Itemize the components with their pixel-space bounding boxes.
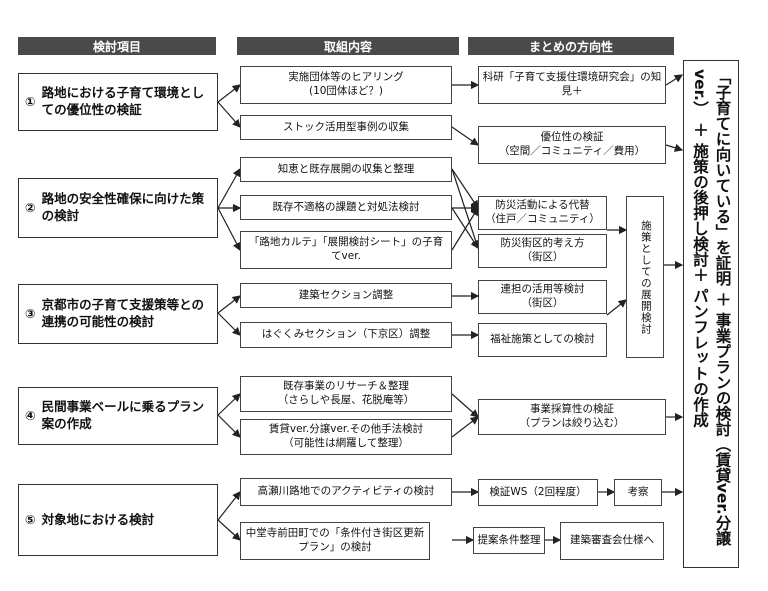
arrow — [451, 126, 479, 146]
arrow — [217, 491, 241, 521]
action-stock: ストック活用型事例の収集 — [240, 115, 452, 140]
arrow — [451, 393, 479, 418]
item-text: 京都市の子育て支援策等との連携の可能性の検討 — [41, 297, 204, 329]
final-conclusion: 「子育てに向いている」を証明 ＋ 事業プランの検討（賃貸ver.分譲ver.） … — [683, 60, 739, 568]
summary-kousatsu: 考察 — [614, 479, 662, 506]
item-1: ① 路地における子育て環境としての優位性の検証 — [18, 73, 218, 131]
arrow — [217, 312, 241, 336]
arrow — [451, 168, 479, 209]
item-text: 対象地における検討 — [41, 511, 155, 527]
summary-gaiku: 防災街区的考え方 （街区） — [478, 234, 607, 268]
action-kenchiku: 建築セクション調整 — [240, 283, 452, 308]
item-text: 路地における子育て環境としての優位性の検証 — [41, 85, 205, 117]
action-nakado: 中堂寺前田町での「条件付き街区更新プラン」の検討 — [240, 522, 430, 560]
header-actions: 取組内容 — [237, 37, 459, 55]
arrow — [217, 167, 241, 209]
item-number: ④ — [25, 407, 36, 423]
item-number: ① — [25, 93, 36, 109]
item-number: ⑤ — [25, 511, 36, 527]
arrow — [217, 207, 241, 252]
summary-teian: 提案条件整理 — [473, 527, 545, 554]
arrow — [217, 519, 241, 541]
action-research: 既存事業のリサーチ＆整理 （さらしや長屋、花脱庵等） — [240, 376, 452, 412]
summary-fukushi: 福祉施策としての検討 — [478, 323, 607, 357]
summary-bousai: 防災活動による代替 （住戸／コミュニティ） — [478, 196, 607, 230]
action-takase: 高瀬川路地でのアクティビティの検討 — [240, 478, 452, 506]
arrow — [451, 206, 479, 251]
arrow — [217, 393, 241, 416]
arrow — [665, 143, 684, 152]
arrow — [217, 295, 241, 314]
header-summary: まとめの方向性 — [468, 37, 674, 55]
item-4: ④ 民間事業ベールに乗るプラン案の作成 — [18, 387, 218, 445]
action-hagukumi: はぐくみセクション（下京区）調整 — [240, 322, 452, 348]
summary-rentan: 連担の活用等検討 （街区） — [478, 280, 607, 314]
header-items: 検討項目 — [18, 37, 216, 55]
arrow — [451, 416, 479, 438]
arrow — [606, 299, 627, 316]
summary-shinsa: 建築審査会仕様へ — [560, 522, 664, 560]
arrow — [217, 101, 241, 128]
action-wisdom: 知恵と既存展開の収集と整理 — [240, 157, 452, 182]
item-2: ② 路地の安全性確保に向けた策の検討 — [18, 178, 218, 238]
arrow — [217, 414, 241, 438]
arrow — [665, 74, 684, 86]
summary-superiority: 優位性の検証 （空間／コミュニティ／費用） — [478, 126, 666, 164]
item-5: ⑤ 対象地における検討 — [18, 484, 218, 556]
summary-jigyou: 事業採算性の検証 （プランは絞り込む） — [478, 399, 666, 435]
item-text: 路地の安全性確保に向けた策の検討 — [41, 191, 205, 223]
item-text: 民間事業ベールに乗るプラン案の作成 — [41, 399, 205, 431]
item-number: ② — [25, 199, 36, 215]
action-rental: 賃貸ver.分譲ver.その他手法検討 （可能性は網羅して整理） — [240, 419, 452, 455]
action-hearing: 実施団体等のヒアリング (10団体ほど？) — [240, 66, 452, 104]
action-nonconform: 既存不適格の課題と対処法検討 — [240, 195, 452, 220]
item-3: ③ 京都市の子育て支援策等との連携の可能性の検討 — [18, 284, 218, 344]
summary-ws: 検証WS（2回程度） — [478, 479, 598, 506]
action-karte: 「路地カルテ」「展開検討シート」の子育てver. — [240, 231, 452, 269]
summary-kaken: 科研「子育て支援住環境研究会」の知見＋ — [478, 66, 666, 104]
summary-shisaku: 施策としての展開検討 — [626, 196, 664, 358]
item-number: ③ — [25, 305, 36, 321]
arrow — [217, 84, 241, 103]
